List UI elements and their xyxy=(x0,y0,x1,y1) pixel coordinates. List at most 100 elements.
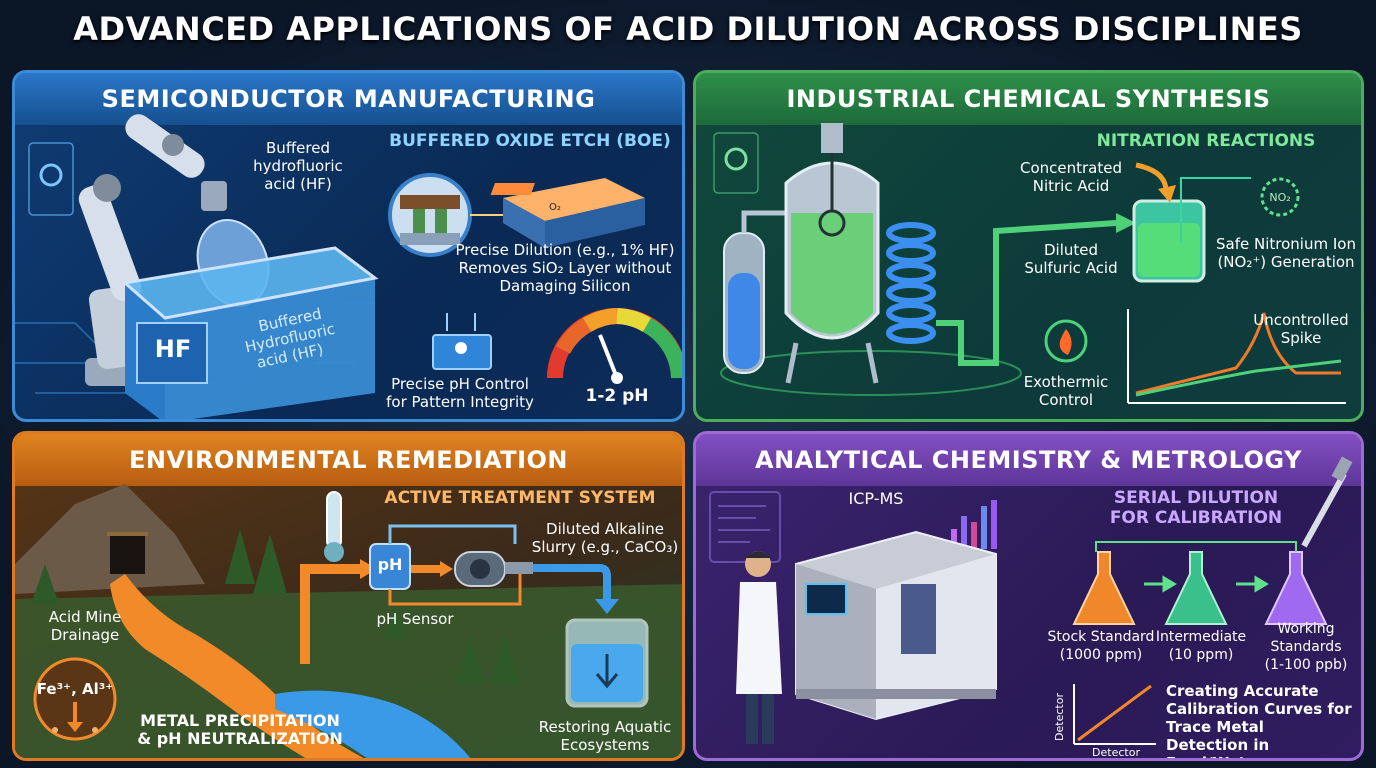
detector-axis-y: Detector xyxy=(1053,693,1066,741)
precipitation-icon xyxy=(33,657,117,741)
curve-text-1: Creating Accurate xyxy=(1166,682,1319,700)
slurry-label-1: Diluted Alkaline xyxy=(546,520,664,538)
ph-gauge-icon xyxy=(547,308,682,384)
environmental-heading: ENVIRONMENTAL REMEDIATION xyxy=(15,434,682,486)
boe-dilution-3: Damaging Silicon xyxy=(499,277,631,295)
sulfuric-label-1: Diluted xyxy=(1043,241,1099,259)
feed-pipe xyxy=(936,220,1117,366)
clean-river xyxy=(275,690,471,758)
boe-dilution-2: Removes SiO₂ Layer without xyxy=(458,259,672,277)
drainage-label-2: Drainage xyxy=(50,626,120,644)
environmental-panel: ENVIRONMENTAL REMEDIATION xyxy=(12,431,685,761)
nitration-title: NITRATION REACTIONS xyxy=(1096,131,1316,151)
stock-flask-icon xyxy=(1072,551,1136,625)
oxide-tag: O₂ xyxy=(549,202,561,213)
semiconductor-panel: SEMICONDUCTOR MANUFACTURING xyxy=(12,70,685,422)
working-flask-icon xyxy=(1264,551,1328,625)
pump-icon xyxy=(454,551,533,587)
temperature-chart xyxy=(1127,309,1346,404)
hf-label-2: hydrofluoric xyxy=(253,157,343,175)
exo-label-1: Exothermic xyxy=(1023,373,1109,391)
code-panel-icon xyxy=(709,491,781,563)
intake-pipe xyxy=(300,564,360,664)
serial-title-1: SERIAL DILUTION xyxy=(1113,488,1279,508)
restore-label-1: Restoring Aquatic xyxy=(538,718,672,736)
ph-box-label: pH xyxy=(377,555,403,574)
analytical-heading: ANALYTICAL CHEMISTRY & METROLOGY xyxy=(696,434,1361,486)
scientist-icon xyxy=(736,551,782,744)
thermometer-icon xyxy=(324,491,344,562)
industrial-panel: INDUSTRIAL CHEMICAL SYNTHESIS xyxy=(693,70,1364,422)
acid-drainage-stream xyxy=(110,574,364,758)
serial-title-2: FOR CALIBRATION xyxy=(1109,508,1283,528)
nitration-beaker-icon xyxy=(1132,162,1251,283)
nitric-label-1: Concentrated xyxy=(1019,159,1122,177)
ph-control-2: for Pattern Integrity xyxy=(386,393,534,411)
ph-control-1: Precise pH Control xyxy=(391,375,529,393)
working-label-2: Standards xyxy=(1270,639,1342,655)
precipitation-label-2: & pH NEUTRALIZATION xyxy=(137,729,343,748)
reactor-vessel-icon xyxy=(784,123,880,384)
hf-label-3: acid (HF) xyxy=(264,175,332,193)
curve-text-4: Detection in Food/Water xyxy=(1166,736,1270,758)
nitronium-label-2: (NO₂⁺) Generation xyxy=(1217,253,1355,271)
flame-icon xyxy=(1044,319,1088,363)
boe-dilution-1: Precise Dilution (e.g., 1% HF) xyxy=(455,241,675,259)
stock-label-2: (1000 ppm) xyxy=(1059,647,1143,663)
intermediate-label-2: (10 ppm) xyxy=(1168,647,1234,663)
environmental-illustration xyxy=(15,484,682,758)
gear-icon xyxy=(713,132,759,194)
slurry-pipe xyxy=(533,564,611,599)
spike-label-1: Uncontrolled xyxy=(1253,311,1349,329)
curve-text-3: Trace Metal xyxy=(1166,718,1264,736)
intermediate-flask-icon xyxy=(1164,551,1228,625)
stock-label-1: Stock Standard xyxy=(1047,629,1155,645)
tree-icons xyxy=(31,529,520,684)
precipitation-label-1: METAL PRECIPITATION xyxy=(140,711,340,730)
tank-hf-badge: HF xyxy=(154,335,192,363)
intermediate-label-1: Intermediate xyxy=(1155,629,1247,645)
dilution-arrows xyxy=(1144,575,1269,593)
slurry-label-2: Slurry (e.g., CaCO₃) xyxy=(531,538,679,556)
icp-ms-instrument-icon xyxy=(795,530,997,721)
bar-chart-icon xyxy=(951,500,997,549)
working-label-1: Working xyxy=(1277,621,1335,637)
treatment-title: ACTIVE TREATMENT SYSTEM xyxy=(384,488,656,508)
gear-icon xyxy=(28,142,74,216)
hf-label-1: Buffered xyxy=(266,139,330,157)
calibration-plot xyxy=(1073,684,1156,745)
icp-ms-label: ICP-MS xyxy=(848,489,904,508)
calibration-line xyxy=(1077,684,1152,742)
storage-cylinder-icon xyxy=(723,210,806,374)
hf-tank-icon xyxy=(121,246,379,419)
pipette-icon xyxy=(1301,456,1353,548)
no2-badge: NO₂ xyxy=(1269,191,1291,204)
industrial-heading: INDUSTRIAL CHEMICAL SYNTHESIS xyxy=(696,73,1361,125)
analytical-panel: ANALYTICAL CHEMISTRY & METROLOGY xyxy=(693,431,1364,761)
exo-label-2: Control xyxy=(1038,391,1094,409)
cooling-coil-icon xyxy=(886,222,936,344)
no2-molecule-icon xyxy=(1260,177,1300,217)
ph-sensor-label: pH Sensor xyxy=(376,610,454,628)
curve-text-2: Calibration Curves for xyxy=(1166,700,1352,718)
boe-chip-icon xyxy=(388,173,645,257)
treatment-beaker-icon xyxy=(565,618,649,708)
detector-axis-x: Detector xyxy=(1092,746,1140,759)
controlled-curve xyxy=(1135,359,1342,397)
analytical-illustration xyxy=(709,456,1353,745)
semiconductor-heading: SEMICONDUCTOR MANUFACTURING xyxy=(15,73,682,125)
nitric-label-2: Nitric Acid xyxy=(1032,177,1110,195)
mountain-icon xyxy=(15,484,205,594)
boe-title: BUFFERED OXIDE ETCH (BOE) xyxy=(389,131,671,151)
page-title: ADVANCED APPLICATIONS OF ACID DILUTION A… xyxy=(73,10,1303,48)
metal-ions: Fe³⁺, Al³⁺ xyxy=(36,680,114,698)
spike-label-2: Spike xyxy=(1280,329,1322,347)
uncontrolled-curve xyxy=(1135,312,1341,395)
working-label-3: (1-100 ppb) xyxy=(1264,657,1348,673)
sulfuric-label-2: Sulfuric Acid xyxy=(1024,259,1118,277)
restore-label-2: Ecosystems xyxy=(560,736,650,754)
ph-control-beaker-icon xyxy=(432,313,492,370)
gauge-value: 1-2 pH xyxy=(585,386,649,406)
industrial-illustration xyxy=(713,123,1346,404)
